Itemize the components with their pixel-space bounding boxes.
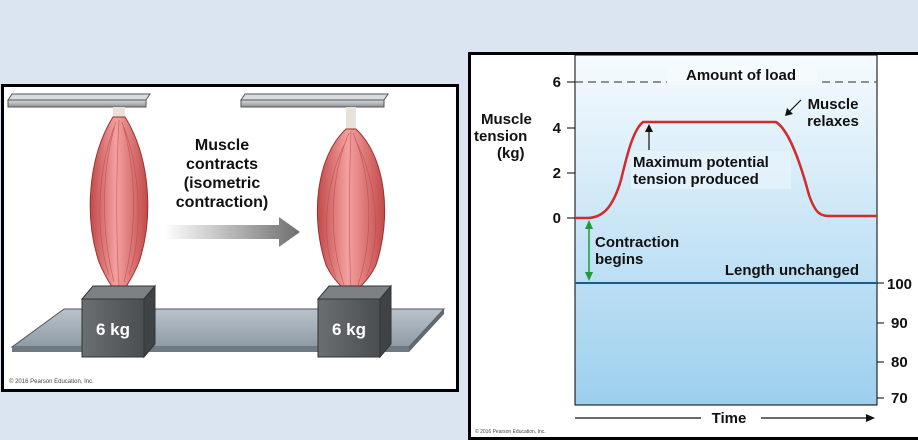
y-axis-label-line-3: (kg)	[497, 145, 525, 162]
load-label: Amount of load	[686, 67, 796, 84]
max-tension-label-line-1: Maximum potential	[633, 154, 769, 171]
relaxes-pointer	[785, 99, 802, 116]
weight-right: 6 kg	[316, 284, 393, 359]
time-label: Time	[712, 410, 747, 427]
right-tick-80: 80	[891, 354, 908, 371]
contraction-begins-label-line-1: Contraction	[595, 234, 679, 251]
tension-graph: Amount of load 6 4 2 0 Muscle tension (k…	[474, 55, 912, 435]
y-axis-label-line-2: tension	[474, 128, 527, 145]
tension-graph-panel: Amount of load 6 4 2 0 Muscle tension (k…	[468, 52, 918, 440]
y-tick-0: 0	[553, 210, 561, 227]
plot-area	[574, 55, 878, 406]
contraction-begins-arrow	[585, 220, 593, 281]
contraction-label-line-2: contracts	[186, 156, 258, 173]
y-axis-label-line-1: Muscle	[481, 111, 532, 128]
ceiling-bar-right	[240, 93, 389, 108]
contraction-label-line-3: (isometric	[184, 175, 261, 192]
right-tick-90: 90	[891, 315, 908, 332]
y-tick-4: 4	[553, 120, 562, 137]
right-axis-ticks	[877, 282, 884, 399]
relaxes-label-line-1: Muscle	[808, 96, 859, 113]
ceiling-bar-left	[7, 93, 151, 108]
right-tick-70: 70	[891, 390, 908, 407]
contraction-label-line-4: contraction)	[176, 194, 268, 211]
contraction-arrow	[164, 217, 300, 247]
weight-right-label: 6 kg	[332, 320, 366, 339]
contraction-label: Muscle contracts (isometric contraction)	[176, 137, 268, 211]
max-tension-pointer	[645, 124, 653, 150]
right-tick-100: 100	[887, 276, 912, 293]
relaxes-label-line-2: relaxes	[807, 113, 859, 130]
muscle-contracted	[316, 107, 386, 301]
max-tension-label-line-2: tension produced	[633, 171, 759, 188]
muscle-relaxed	[89, 107, 149, 301]
time-axis-arrow	[575, 414, 875, 422]
muscle-illustration: 6 kg 6 kg Muscle contracts (isometric co…	[7, 93, 446, 385]
weight-left-label: 6 kg	[96, 320, 130, 339]
y-tick-2: 2	[553, 165, 561, 182]
copyright-right: © 2016 Pearson Education, Inc.	[475, 428, 546, 435]
tension-curve	[575, 120, 877, 220]
length-label: Length unchanged	[725, 262, 859, 279]
weight-left: 6 kg	[80, 284, 157, 359]
muscle-illustration-panel: 6 kg 6 kg Muscle contracts (isometric co…	[1, 84, 459, 392]
contraction-begins-label-line-2: begins	[595, 251, 643, 268]
y-axis-ticks	[567, 81, 575, 219]
y-tick-6: 6	[553, 74, 561, 91]
contraction-label-line-1: Muscle	[195, 137, 249, 154]
copyright-left: © 2016 Pearson Education, Inc.	[9, 378, 94, 385]
